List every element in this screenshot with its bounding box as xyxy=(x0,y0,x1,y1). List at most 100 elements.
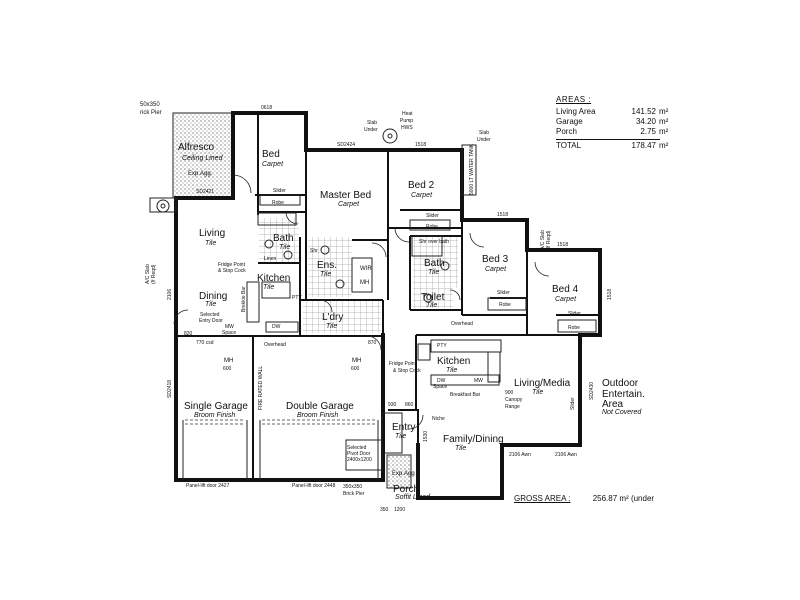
label-space-e: Space xyxy=(433,384,447,390)
areas-unit: m² xyxy=(659,127,669,136)
room-bed4-name: Bed 4 xyxy=(552,284,579,295)
label-shr-over-bath: Shr over bath xyxy=(419,239,449,245)
room-bed2-name: Bed 2 xyxy=(408,180,435,191)
label-canopy-range: Range xyxy=(505,404,520,410)
laundry-tile xyxy=(303,300,381,333)
label-pivot-3: 2400x1200 xyxy=(347,457,372,463)
areas-table: AREAS : Living Area 141.52 m² Garage 34.… xyxy=(556,95,674,151)
room-double-garage-sub: Broom Finish xyxy=(297,412,338,419)
label-slider-bed3: Slider xyxy=(497,290,510,296)
room-single-garage-name: Single Garage xyxy=(184,401,248,412)
label-linen: Linen xyxy=(264,256,276,262)
room-ens-name: Ens. xyxy=(317,260,337,271)
label-panel-door-2: Panel-lift door 2448 xyxy=(292,483,336,489)
label-panel-door-1: Panel-lift door 2427 xyxy=(186,483,230,489)
label-pivot-1: Selected xyxy=(347,445,367,451)
room-bed-sub: Carpet xyxy=(262,161,284,168)
label-slider-bed2: Slider xyxy=(426,213,439,219)
label-overhead-2: Overhead xyxy=(451,321,473,327)
areas-row-garage: Garage 34.20 m² xyxy=(556,117,674,127)
label-mh-1: MH xyxy=(224,358,233,364)
label-space-w: Space xyxy=(222,330,236,336)
areas-total-label: TOTAL xyxy=(556,141,582,150)
areas-label: Porch xyxy=(556,127,577,136)
room-ldry-name: L'dry xyxy=(322,312,343,323)
room-bed-name: Bed xyxy=(262,149,280,160)
label-600-2: 600 xyxy=(351,366,360,372)
areas-label: Living Area xyxy=(556,107,596,116)
label-dw-w: DW xyxy=(272,324,281,330)
label-1530: 1530 xyxy=(423,431,429,442)
label-sd2430: SD2430 xyxy=(589,382,595,400)
label-1518-b: 1518 xyxy=(497,212,508,218)
toilet-tile xyxy=(413,288,453,308)
label-slab-under-1: Slab xyxy=(367,120,377,126)
areas-divider xyxy=(556,139,660,140)
label-brick-pier: 350x350 xyxy=(343,484,362,490)
room-dining-sub: Tile xyxy=(205,301,216,308)
internal-walls xyxy=(176,113,600,480)
label-pier-tl2: rick Pier xyxy=(140,110,162,116)
room-bed2-sub: Carpet xyxy=(411,192,433,199)
room-alfresco-sub: Ceiling Lined xyxy=(182,155,224,162)
room-bath-e-sub: Tile xyxy=(428,269,439,276)
label-niche: Niche xyxy=(432,416,445,422)
room-bed3-name: Bed 3 xyxy=(482,254,509,265)
door-swings xyxy=(173,174,550,430)
label-600-1: 600 xyxy=(223,366,232,372)
room-alfresco-note: Exp.Agg. xyxy=(188,171,213,177)
room-living-sub: Tile xyxy=(205,240,216,247)
areas-row-living: Living Area 141.52 m² xyxy=(556,107,674,117)
room-ldry-sub: Tile xyxy=(326,323,337,330)
porch-slab xyxy=(386,454,412,489)
label-ac-3: A/C Slab xyxy=(145,264,151,284)
label-pty-e: PTY xyxy=(437,343,447,349)
label-mw-e: MW xyxy=(474,378,483,384)
label-robe-bed4: Robe xyxy=(568,325,580,331)
room-wir-name: WIR xyxy=(360,266,372,272)
areas-row-total: TOTAL 178.47 m² xyxy=(556,141,674,151)
areas-row-porch: Porch 2.75 m² xyxy=(556,127,674,137)
room-living-media-sub: Tile xyxy=(532,389,543,396)
label-fridge-2: Fridge Point xyxy=(389,361,417,367)
room-bath-w-name: Bath xyxy=(273,233,294,244)
label-heat-pump3: HWS xyxy=(401,125,413,131)
label-heat-pump: Heat xyxy=(402,111,413,117)
garage-doors xyxy=(182,419,379,480)
label-870: 870 xyxy=(368,340,377,346)
label-mh-2: MH xyxy=(352,358,361,364)
areas-unit: m² xyxy=(659,107,669,116)
label-shr-w: Shr xyxy=(310,248,318,254)
room-kitchen-w-name: Kitchen xyxy=(257,273,290,284)
bath-east-tile xyxy=(413,236,458,288)
room-living-media-name: Living/Media xyxy=(514,378,571,389)
areas-unit: m² xyxy=(659,117,669,126)
label-1518-a: 1518 xyxy=(415,142,426,148)
areas-value: 34.20 xyxy=(635,117,656,126)
room-kitchen-w-sub: Tile xyxy=(263,284,274,291)
room-porch-note: Exp.Agg xyxy=(392,471,415,477)
ensuite-tile xyxy=(308,237,352,297)
room-bath-e-name: Bath xyxy=(424,258,445,269)
room-porch-name: Porch xyxy=(393,484,419,495)
label-1200: 1200 xyxy=(394,507,405,513)
label-pier-tl: 50x350 xyxy=(140,102,160,108)
outdoor-name-2: Entertain. xyxy=(602,389,645,400)
label-sd2418: SD2418 xyxy=(167,380,173,398)
label-770: 770 csd xyxy=(196,340,214,346)
label-selected-entry: Selected xyxy=(200,312,220,318)
areas-value: 141.52 xyxy=(631,107,656,116)
room-master-bed-name: Master Bed xyxy=(320,190,371,201)
room-master-bed-sub: Carpet xyxy=(338,201,360,208)
external-walls xyxy=(174,111,602,500)
room-ens-sub: Tile xyxy=(320,271,331,278)
outdoor-name-3: Area xyxy=(602,399,624,410)
room-entry-name: Entry xyxy=(392,422,415,433)
areas-heading: AREAS : xyxy=(556,95,592,104)
room-entry-sub: Tile xyxy=(395,433,406,440)
outdoor-sub: Not Covered xyxy=(602,409,642,416)
label-selected-entry2: Entry Door xyxy=(199,318,223,324)
label-brick-pier2: Brick Pier xyxy=(343,491,365,497)
label-brekkie-bar: Brekkie Bar xyxy=(241,286,247,312)
label-robe-bed: Robe xyxy=(272,200,284,206)
